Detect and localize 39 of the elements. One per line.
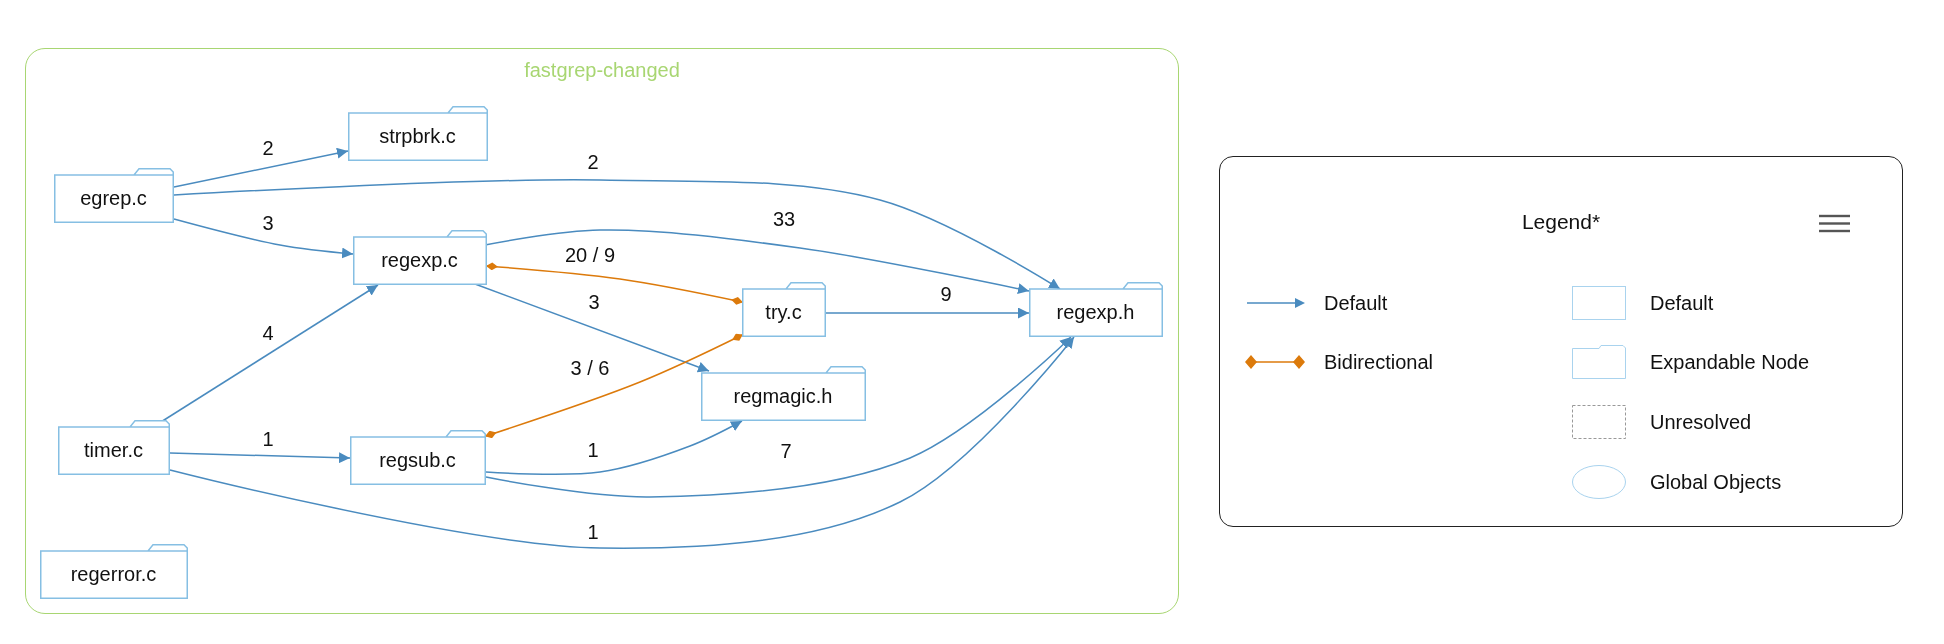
file-name: timer.c	[84, 439, 143, 462]
arrow	[485, 336, 1072, 498]
arrow	[173, 179, 1061, 290]
file-name: regmagic.h	[733, 385, 833, 408]
folder-node	[349, 429, 486, 485]
arrow	[173, 147, 349, 188]
folder-node	[53, 167, 174, 223]
arrow	[169, 336, 1075, 549]
arrow	[169, 452, 351, 464]
file-name: regexp.c	[381, 249, 458, 272]
group-container	[25, 48, 1179, 614]
folder-node	[741, 281, 826, 337]
arrow	[825, 307, 1030, 319]
file-name: try.c	[765, 301, 802, 324]
legend-label: Expandable Node	[1650, 350, 1809, 374]
legend-label: Unresolved	[1650, 410, 1752, 434]
folder-node	[352, 229, 487, 285]
arrow	[173, 218, 354, 259]
arrow	[485, 420, 743, 475]
file-name: regsub.c	[379, 449, 456, 472]
legend-label: Global Objects	[1650, 470, 1782, 494]
legend-label: Bidirectional	[1324, 350, 1433, 374]
legend-label: Default	[1650, 291, 1714, 315]
folder-node	[700, 365, 866, 421]
group-title: fastgrep-changed	[524, 59, 680, 81]
arrow	[484, 229, 1030, 295]
bidirectional-connector	[485, 333, 743, 439]
arrow	[474, 283, 710, 373]
folder-node	[347, 105, 488, 161]
folder-node	[1028, 281, 1163, 337]
file-name: regexp.h	[1056, 301, 1135, 324]
file-name: egrep.c	[80, 187, 147, 210]
folder-node	[57, 419, 170, 475]
bidirectional-connector	[486, 262, 743, 305]
folder-node	[39, 543, 188, 599]
legend-title: Legend*	[1521, 210, 1601, 233]
file-name: regerror.c	[70, 563, 157, 586]
file-name: strpbrk.c	[379, 125, 456, 148]
legend-label: Default	[1324, 291, 1388, 315]
